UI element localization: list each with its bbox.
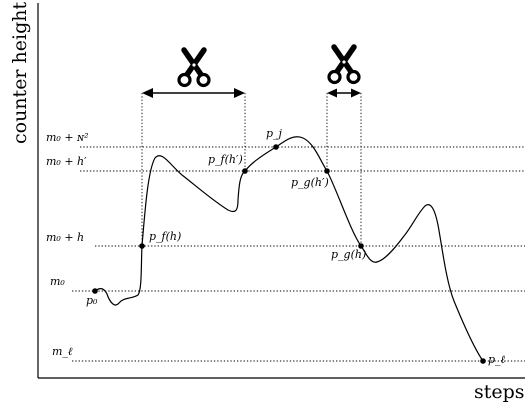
point-label-pgh: p_g(h) [331,248,366,261]
arrow-wide-left-head [142,88,153,98]
point-pfhp [242,168,248,174]
point-pfh [139,243,145,249]
curve-points [92,144,486,364]
x-axis-label: steps [474,381,525,403]
axes [37,3,525,379]
point-label-pghp: p_g(h′) [291,176,329,189]
point-label-pell: p_ℓ [488,353,506,366]
scissors-icon [177,47,211,88]
level-label-m0-plus-n2: m₀ + ɴ² [46,131,89,144]
level-label-m0: m₀ [50,275,65,288]
level-label-m-ell: m_ℓ [52,345,73,358]
point-label-pfhp: p_f(h′) [208,153,243,166]
point-label-p0: p₀ [86,294,98,307]
point-label-pj: p_j [266,127,283,140]
counter-curve [94,136,484,362]
scissors-icon [327,44,361,85]
level-lines [72,146,525,362]
point-pell [480,358,486,364]
cut-lines [141,93,362,246]
cut-arrows [142,88,361,98]
point-pj [273,144,279,150]
point-pghp [324,168,330,174]
y-axis-label: counter height [9,1,31,144]
arrow-narrow-right-head [351,88,361,98]
point-pgh [358,243,364,249]
level-label-m0-plus-h: m₀ + h [46,231,84,244]
level-label-m0-plus-h-prime: m₀ + h′ [46,155,87,168]
point-label-pfh: p_f(h) [149,230,181,243]
point-p0 [92,288,98,294]
arrow-narrow-left-head [327,88,337,98]
arrow-wide-right-head [234,88,245,98]
